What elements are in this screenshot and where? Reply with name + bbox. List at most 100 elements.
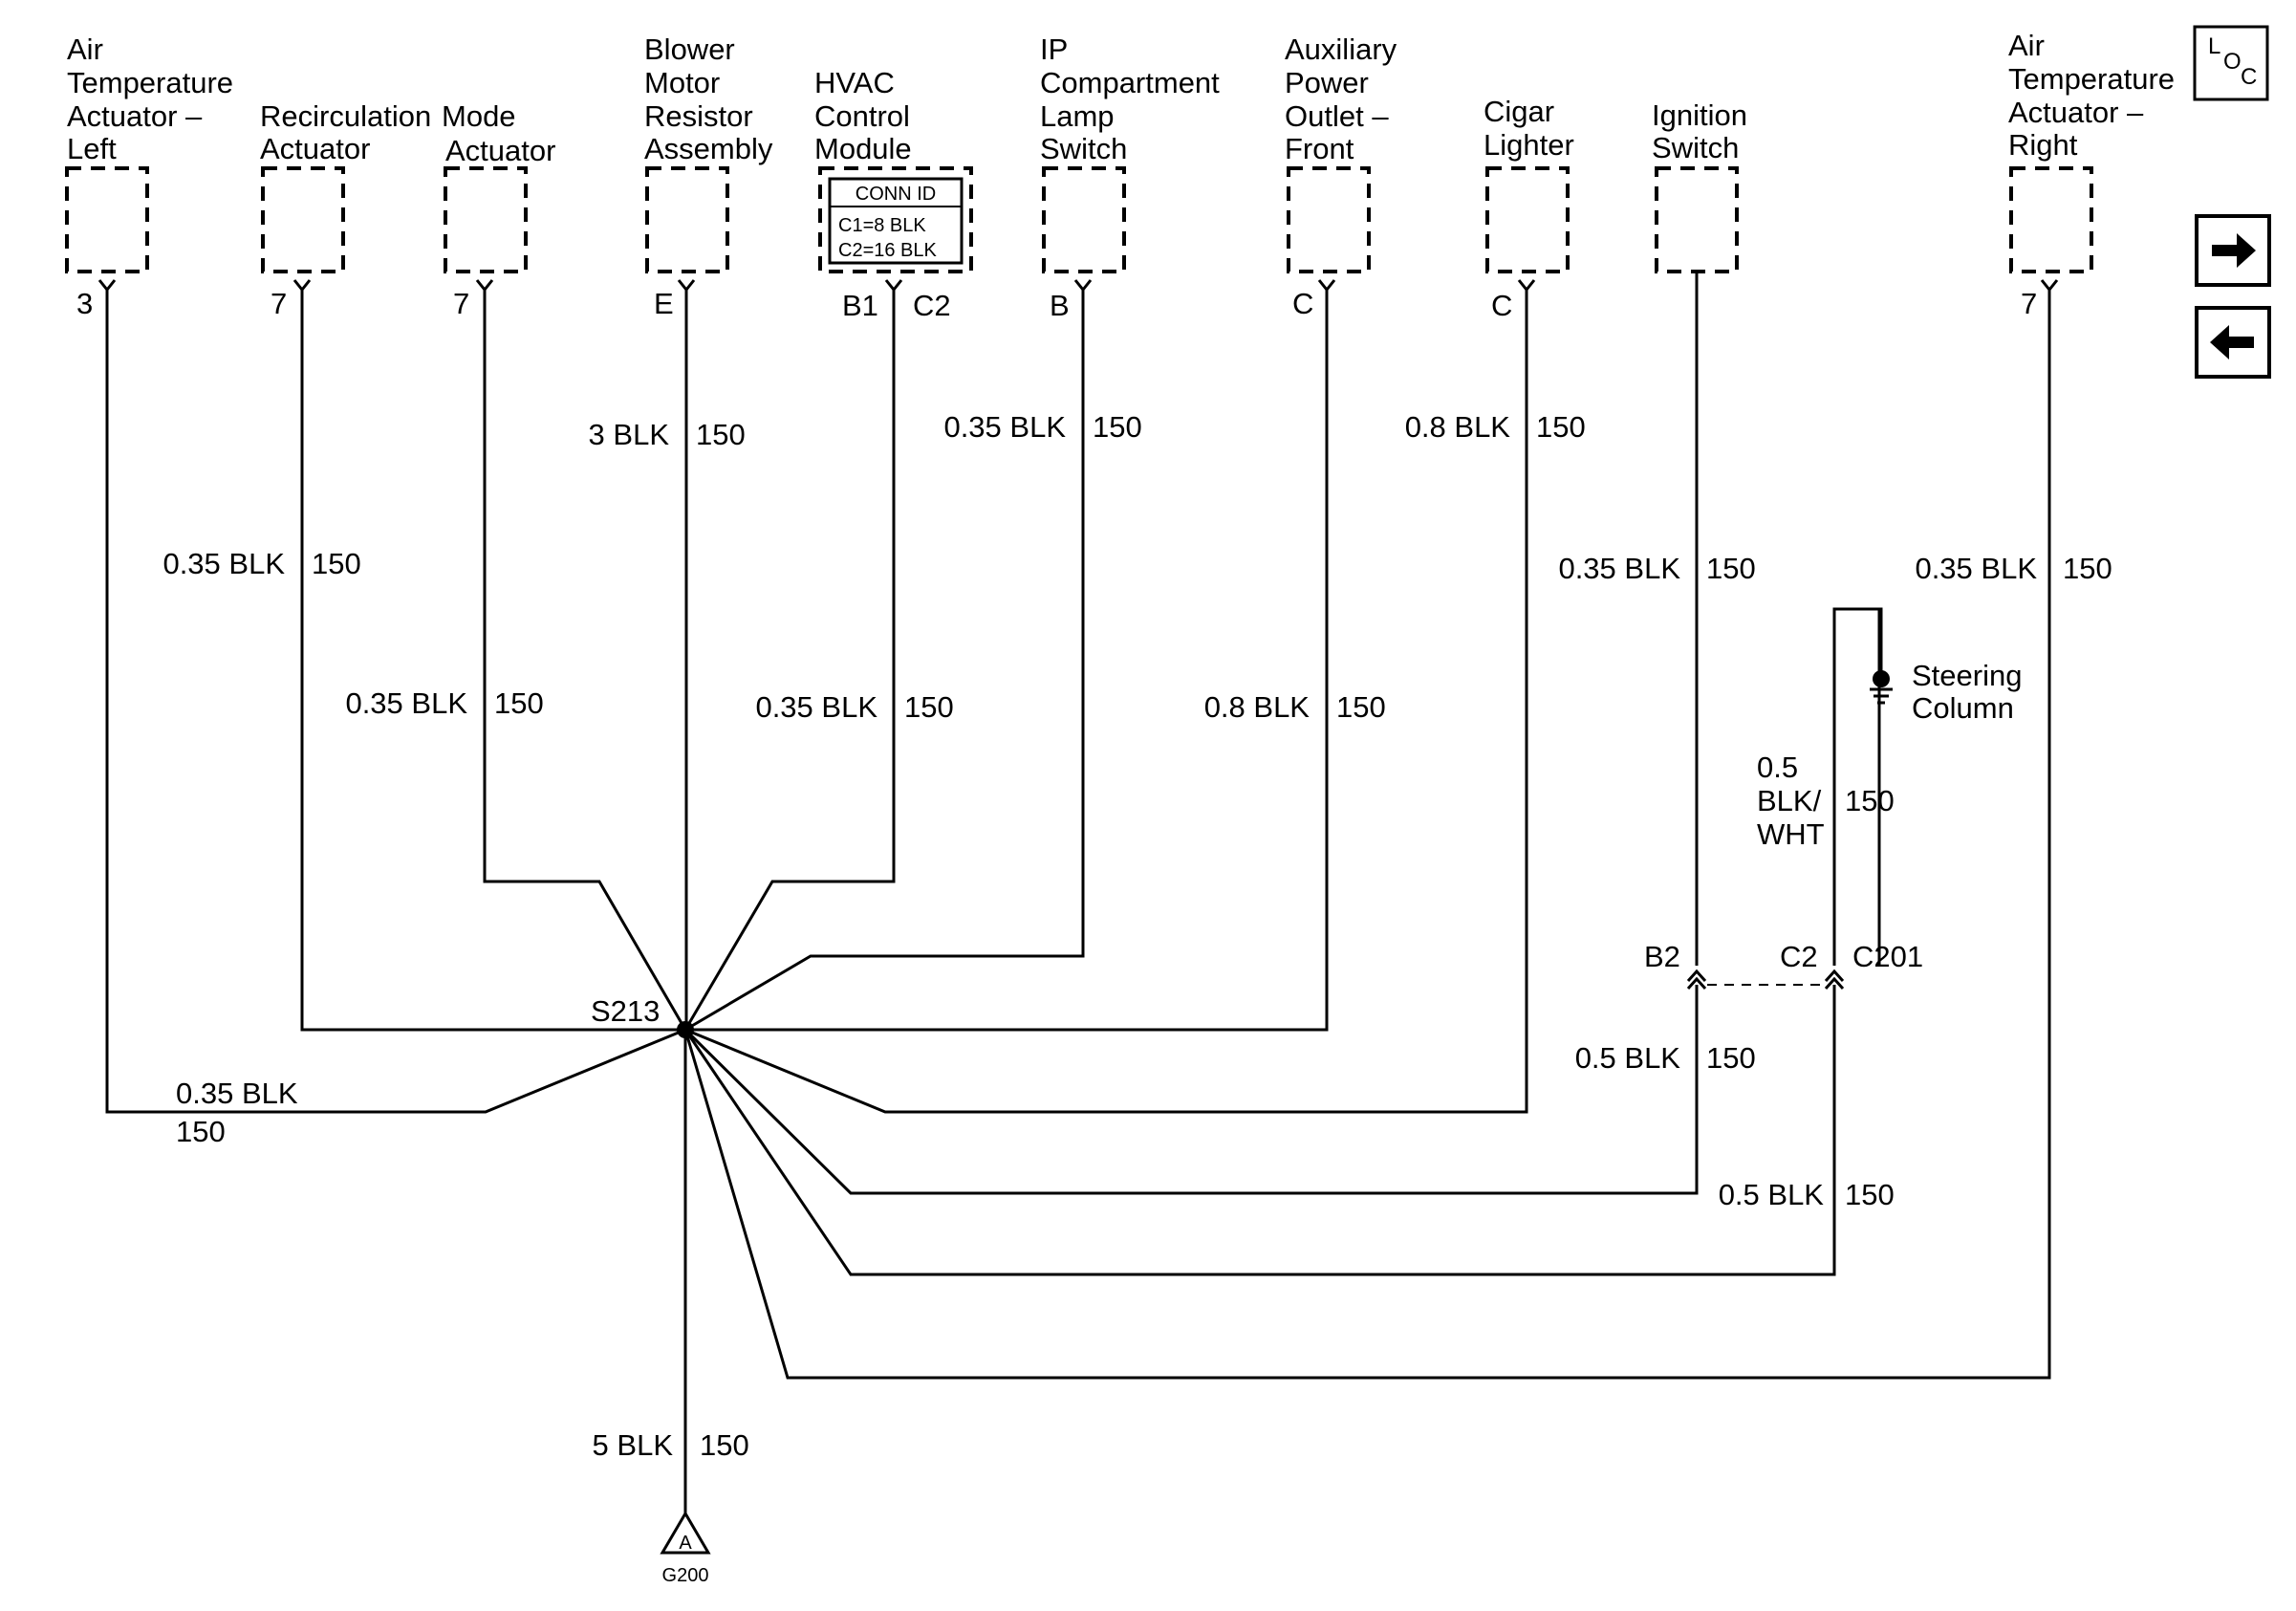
connector-air-temp-right: [2009, 166, 2093, 273]
wire-mode: [483, 290, 687, 1031]
connector-cigar-lighter: [1485, 166, 1570, 273]
ground-name: G200: [662, 1565, 709, 1586]
svg-text:Air: Air: [2008, 29, 2045, 62]
wire-recirculation: [300, 290, 685, 1032]
svg-text:Control: Control: [814, 99, 910, 133]
wire-mode-circuit: 150: [494, 686, 544, 720]
wire-aux-outlet-circuit: 150: [1336, 690, 1386, 724]
svg-text:IP: IP: [1040, 33, 1068, 66]
wire-air-temp-right-gauge: 0.35 BLK: [1915, 552, 2037, 585]
svg-text:Blower: Blower: [644, 33, 735, 66]
connector-air-temp-left: [65, 166, 149, 273]
next-arrow-icon: [2212, 233, 2256, 268]
wire-cigar-circuit: 150: [1536, 410, 1586, 444]
wire-recirc-gauge: 0.35 BLK: [162, 547, 285, 580]
component-mode-actuator-label: Mode Actuator: [442, 99, 555, 167]
connector-hvac-module: [818, 166, 973, 273]
svg-text:Front: Front: [1285, 132, 1354, 165]
wire-steering-top: [1832, 607, 1883, 966]
wire-hvac: [683, 290, 896, 1031]
svg-text:Resistor: Resistor: [644, 99, 753, 133]
prev-page-button[interactable]: [2195, 306, 2271, 379]
component-blower-motor-resistor-label: Blower Motor Resistor Assembly: [644, 33, 773, 165]
wires: [105, 272, 2051, 1520]
c201-pin-c2: C2: [1780, 940, 1818, 973]
steering-column-label-1: Steering: [1912, 659, 2022, 692]
svg-text:Module: Module: [814, 132, 912, 165]
svg-text:Compartment: Compartment: [1040, 66, 1220, 99]
wire-ignition-gauge: 0.35 BLK: [1558, 552, 1680, 585]
conn-id-c2: C2=16 BLK: [838, 240, 938, 261]
svg-text:Motor: Motor: [644, 66, 720, 99]
component-air-temp-actuator-left-label: Air Temperature Actuator – Left: [67, 33, 233, 165]
connector-aux-outlet: [1287, 166, 1371, 273]
connector-blower: [645, 166, 729, 273]
svg-text:Air: Air: [67, 33, 103, 66]
pin-air-temp-right: 7: [2021, 287, 2037, 320]
wire-ground-gauge: 5 BLK: [593, 1428, 674, 1462]
svg-text:Ignition: Ignition: [1652, 98, 1747, 132]
conn-id-title: CONN ID: [856, 184, 936, 205]
wire-ip-lamp-circuit: 150: [1093, 410, 1142, 444]
wire-air-temp-left-gauge: 0.35 BLK: [176, 1077, 298, 1110]
wire-ip-lamp-gauge: 0.35 BLK: [943, 410, 1066, 444]
connector-mode: [444, 166, 528, 273]
svg-text:Actuator –: Actuator –: [2008, 96, 2144, 129]
svg-text:Actuator: Actuator: [260, 132, 370, 165]
pin-blower: E: [654, 287, 674, 320]
pin-markers: [97, 279, 2059, 293]
svg-text:C: C: [2241, 64, 2257, 90]
wire-cigar: [684, 290, 1528, 1114]
wire-mode-gauge: 0.35 BLK: [345, 686, 467, 720]
svg-text:Switch: Switch: [1652, 131, 1739, 164]
component-hvac-control-module-label: HVAC Control Module: [814, 66, 912, 165]
component-ip-compartment-lamp-switch-label: IP Compartment Lamp Switch: [1040, 33, 1220, 165]
steering-column-label-2: Column: [1912, 691, 2014, 725]
ground-letter: A: [679, 1533, 692, 1554]
connector-c201: B2 C2 C201: [1644, 940, 1923, 991]
pin-ip-lamp: B: [1050, 289, 1070, 322]
connector-boxes: [65, 166, 2093, 273]
component-cigar-lighter-label: Cigar Lighter: [1484, 95, 1574, 162]
pin-aux-outlet: C: [1292, 287, 1313, 320]
ground-g200: A G200: [660, 1511, 711, 1586]
wire-ignition-lower-gauge: 0.5 BLK: [1575, 1041, 1681, 1075]
wire-blower-circuit: 150: [696, 418, 746, 451]
svg-text:Auxiliary: Auxiliary: [1285, 33, 1397, 66]
wire-air-temp-right-circuit: 150: [2063, 552, 2112, 585]
wire-steering-gauge-3: WHT: [1757, 817, 1825, 851]
svg-text:Lighter: Lighter: [1484, 128, 1574, 162]
pin-recirculation: 7: [271, 287, 287, 320]
steering-column-ground: Steering Column: [1870, 659, 2022, 725]
wire-steering-lower-circuit: 150: [1845, 1178, 1895, 1211]
svg-text:O: O: [2223, 49, 2242, 75]
svg-text:Actuator –: Actuator –: [67, 99, 203, 133]
connector-ip-lamp-switch: [1042, 166, 1126, 273]
svg-text:Lamp: Lamp: [1040, 99, 1115, 133]
connector-ignition-switch: [1655, 166, 1739, 273]
conn-id-table: CONN ID C1=8 BLK C2=16 BLK: [828, 177, 964, 265]
splice-s213-dot: [677, 1021, 694, 1038]
svg-text:HVAC: HVAC: [814, 66, 895, 99]
wire-steering-gauge-1: 0.5: [1757, 751, 1798, 784]
component-auxiliary-power-outlet-label: Auxiliary Power Outlet – Front: [1285, 33, 1397, 165]
c201-name: C201: [1852, 940, 1923, 973]
wire-aux-outlet: [685, 290, 1329, 1032]
component-air-temp-actuator-right-label: Air Temperature Actuator – Right: [2008, 29, 2175, 162]
svg-text:Power: Power: [1285, 66, 1369, 99]
wire-blower-gauge: 3 BLK: [589, 418, 670, 451]
svg-text:Actuator: Actuator: [445, 134, 555, 167]
connector-recirculation: [261, 166, 345, 273]
svg-text:Mode: Mode: [442, 99, 516, 133]
loc-icon: L O C: [2208, 33, 2257, 90]
splice-s213-label: S213: [591, 994, 660, 1028]
wire-air-temp-left: [105, 290, 686, 1114]
loc-button[interactable]: L O C: [2193, 25, 2269, 101]
wire-ground-circuit: 150: [700, 1428, 749, 1462]
component-ignition-switch-label: Ignition Switch: [1652, 98, 1747, 164]
wire-ip-lamp: [684, 290, 1085, 1032]
svg-text:Outlet –: Outlet –: [1285, 99, 1389, 133]
wire-ignition-lower-circuit: 150: [1706, 1041, 1756, 1075]
next-page-button[interactable]: [2195, 214, 2271, 287]
